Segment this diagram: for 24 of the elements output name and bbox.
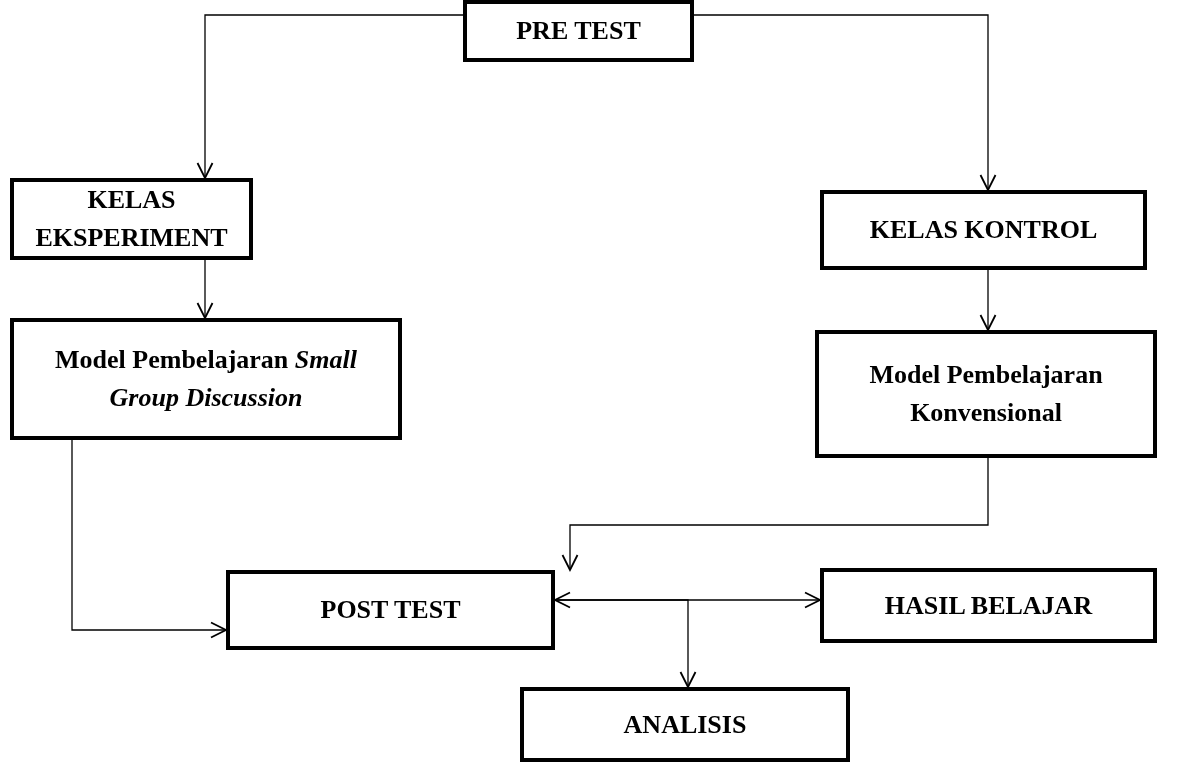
arrow (561, 457, 989, 571)
process-box (820, 190, 1147, 270)
box-label: Model Pembelajaran Small Group Discussion (54, 344, 358, 414)
box-label: ANALISIS (623, 708, 747, 741)
process-box (820, 568, 1157, 643)
arrow (554, 599, 697, 688)
arrow (196, 14, 464, 179)
arrow (554, 591, 821, 609)
box-label: KELAS KONTROL (869, 214, 1098, 247)
arrow (693, 14, 997, 191)
process-box (815, 330, 1157, 458)
arrow (71, 439, 227, 639)
process-box (463, 0, 694, 62)
box-label: HASIL BELAJAR (884, 589, 1093, 622)
process-box (10, 318, 402, 440)
process-box (226, 570, 555, 650)
box-label: POST TEST (320, 594, 461, 627)
box-label: KELAS EKSPERIMENT (34, 184, 229, 254)
box-label: PRE TEST (516, 15, 641, 48)
arrow (196, 259, 214, 319)
process-box (520, 687, 850, 762)
arrow (979, 269, 997, 331)
process-box (10, 178, 253, 260)
box-label: Model Pembelajaran Konvensional (868, 359, 1104, 429)
